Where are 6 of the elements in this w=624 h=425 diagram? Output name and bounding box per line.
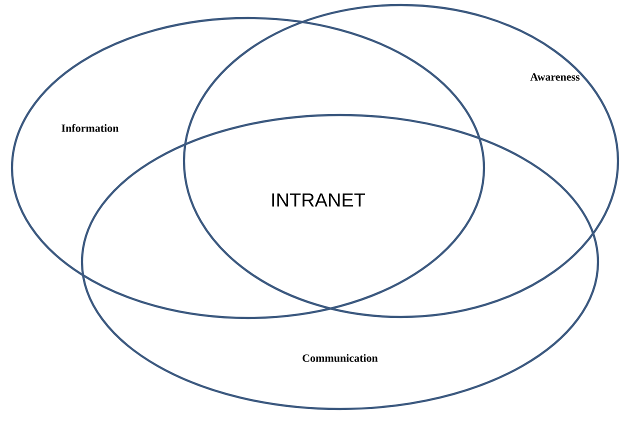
set-label: Awareness — [530, 73, 580, 81]
center-label: INTRANET — [272, 193, 366, 207]
set-label: Information — [62, 124, 119, 132]
venn-ellipse — [10, 16, 486, 320]
set-label: Communication — [302, 354, 378, 362]
venn-ellipse — [182, 4, 620, 318]
